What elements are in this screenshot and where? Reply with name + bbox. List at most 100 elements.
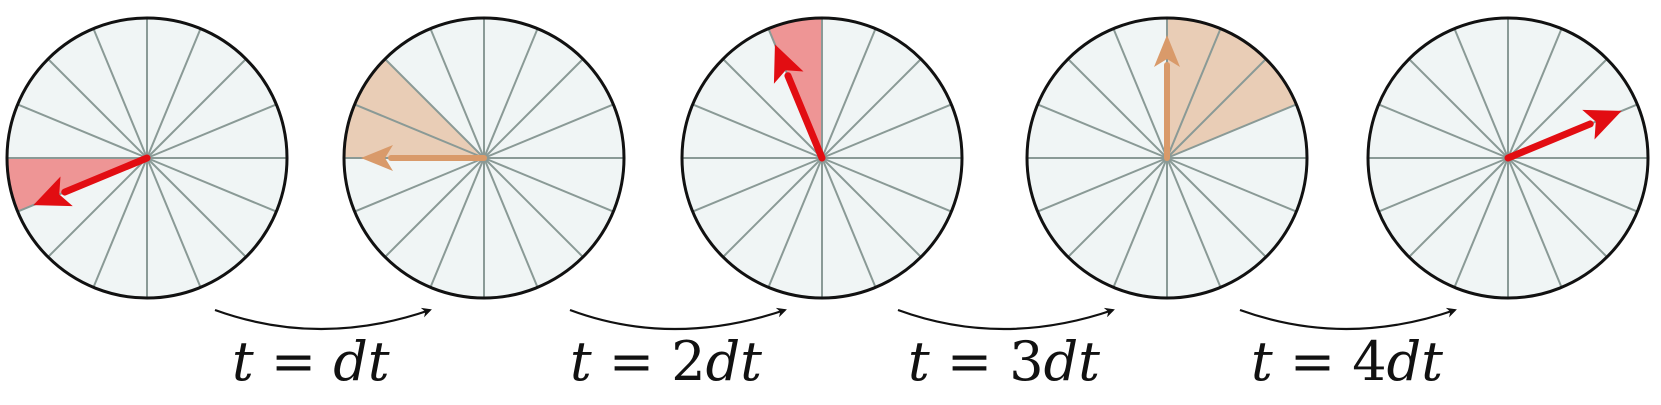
spoke [821,157,877,288]
spoke [146,58,247,159]
spoke [384,157,485,258]
swept-sector [344,59,484,158]
time-label-coef: 2 [671,330,706,393]
time-label-eq: = [946,330,993,393]
spoke [92,28,148,159]
wheel-rim [1366,16,1650,300]
time-label-rhs: dt [333,330,390,393]
spoke [1112,28,1168,159]
spoke [483,157,614,213]
spoke [146,103,277,159]
wheel-5 [1366,16,1650,300]
time-label-eq: = [1289,330,1336,393]
spoke [1507,157,1608,258]
spoke [1408,58,1509,159]
transitions-layer [214,307,1457,331]
spoke [692,103,823,159]
spoke [17,103,148,159]
wheel-rim [342,16,626,300]
spoke [1067,58,1168,159]
spoke [821,157,922,258]
wheel-rim [680,16,964,300]
time-label-rhs: dt [705,330,762,393]
time-label-4: t = 4dt [1251,335,1443,389]
wheel-2 [342,16,626,300]
spoke [1507,58,1608,159]
time-label-3: t = 3dt [908,335,1100,389]
spoke [1378,157,1509,213]
spoke [429,28,485,159]
spoke [146,157,247,258]
spoke [722,157,823,258]
spoke [47,58,148,159]
time-label-lhs: t [232,330,254,393]
wheel-4 [1025,16,1309,300]
time-label-rhs: dt [1043,330,1100,393]
time-label-lhs: t [570,330,592,393]
time-label-eq: = [270,330,317,393]
time-label-lhs: t [908,330,930,393]
spoke [483,157,584,258]
spoke [483,157,539,288]
wheel-1 [5,16,289,300]
wheel-rim [1025,16,1309,300]
spoke [1037,103,1168,159]
time-label-lhs: t [1251,330,1273,393]
spoke [1166,157,1297,213]
time-label-1: t = dt [232,335,390,389]
spoke [483,58,584,159]
time-label-eq: = [608,330,655,393]
time-label-coef: 3 [1009,330,1044,393]
spoke [821,103,952,159]
current-phase-arrow [61,154,151,196]
spoke [722,58,823,159]
spoke [821,157,952,213]
transition-arrow-2 [569,307,787,331]
spoke [1166,103,1297,159]
spoke [692,157,823,213]
spoke [354,103,485,159]
spoke [429,157,485,288]
time-label-coef: 4 [1352,330,1387,393]
spoke [821,58,922,159]
spoke [1507,157,1638,213]
spoke [1507,28,1563,159]
spoke [1166,157,1267,258]
arrow-head [1582,109,1622,140]
spoke [1166,28,1222,159]
spoke [483,28,539,159]
spoke [146,157,202,288]
wheels-layer [5,16,1650,300]
arrow-head [361,145,393,171]
time-label-2: t = 2dt [570,335,762,389]
wheel-rim [5,16,289,300]
arrow-head [1154,35,1180,67]
spoke [1067,157,1168,258]
spoke [1112,157,1168,288]
spoke [1507,157,1563,288]
arrow-head [33,176,73,207]
spoke [146,157,277,213]
transition-arrow-4 [1239,307,1457,331]
transition-arrow-1 [214,307,432,331]
spoke [1037,157,1168,213]
spoke [1453,28,1509,159]
spoke [821,28,877,159]
spoke [92,157,148,288]
transition-arrow-3 [897,307,1115,331]
swept-sector [1167,18,1297,158]
spoke [1166,157,1222,288]
spoke [1408,157,1509,258]
current-phase-arrow [1504,120,1594,162]
spoke [1378,103,1509,159]
spoke [1453,157,1509,288]
arrow-head [773,44,804,84]
spoke [354,157,485,213]
spoke [146,28,202,159]
spoke [1166,58,1267,159]
spoke [47,157,148,258]
spoke [384,58,485,159]
spoke [483,103,614,159]
time-label-rhs: dt [1386,330,1443,393]
